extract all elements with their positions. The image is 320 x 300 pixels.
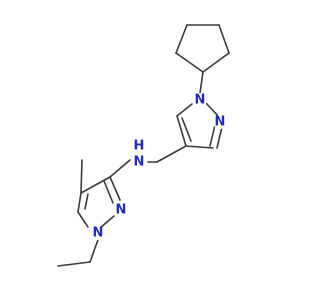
- bond: [77, 211, 89, 228]
- bond: [209, 124, 216, 147]
- bond: [176, 103, 193, 117]
- atom-label: N: [134, 155, 145, 170]
- atom-h-amine: H: [132, 139, 146, 154]
- bond: [176, 115, 187, 147]
- bond: [84, 193, 89, 210]
- bond: [181, 117, 192, 142]
- bond: [109, 176, 121, 201]
- bond: [175, 24, 188, 54]
- atom-label: N: [215, 115, 226, 130]
- bond: [199, 71, 204, 94]
- label-mask: [132, 155, 146, 169]
- atom-label: H: [134, 139, 145, 154]
- bond: [57, 261, 91, 267]
- label-mask: [132, 139, 146, 153]
- bond: [185, 145, 214, 149]
- atom-label-layer: N N N H N N: [91, 93, 227, 241]
- structure-diagram: N N N H N N: [57, 24, 230, 267]
- label-mask: [213, 115, 227, 129]
- atom-label: N: [195, 93, 206, 108]
- bond: [216, 126, 223, 149]
- bond: [89, 236, 100, 263]
- bond: [77, 192, 82, 213]
- bond: [202, 52, 230, 73]
- bond: [205, 102, 220, 118]
- bond: [218, 24, 230, 54]
- bond-layer: [57, 24, 230, 267]
- atom-n-lower-1: N: [91, 226, 105, 241]
- bond: [103, 180, 114, 204]
- bond: [80, 176, 111, 194]
- atom-n-amine: N: [132, 155, 146, 170]
- bond: [175, 52, 204, 73]
- atom-n-upper-1: N: [193, 93, 207, 108]
- atom-label: N: [116, 203, 127, 218]
- atom-label: N: [93, 226, 104, 241]
- bond: [156, 145, 187, 163]
- atom-n-upper-2: N: [213, 115, 227, 130]
- bond: [99, 215, 115, 229]
- bond: [80, 159, 83, 194]
- bond: [109, 159, 131, 178]
- atom-n-lower-2: N: [114, 203, 128, 218]
- label-mask: [114, 203, 128, 217]
- label-mask: [193, 93, 207, 107]
- label-mask: [91, 226, 105, 240]
